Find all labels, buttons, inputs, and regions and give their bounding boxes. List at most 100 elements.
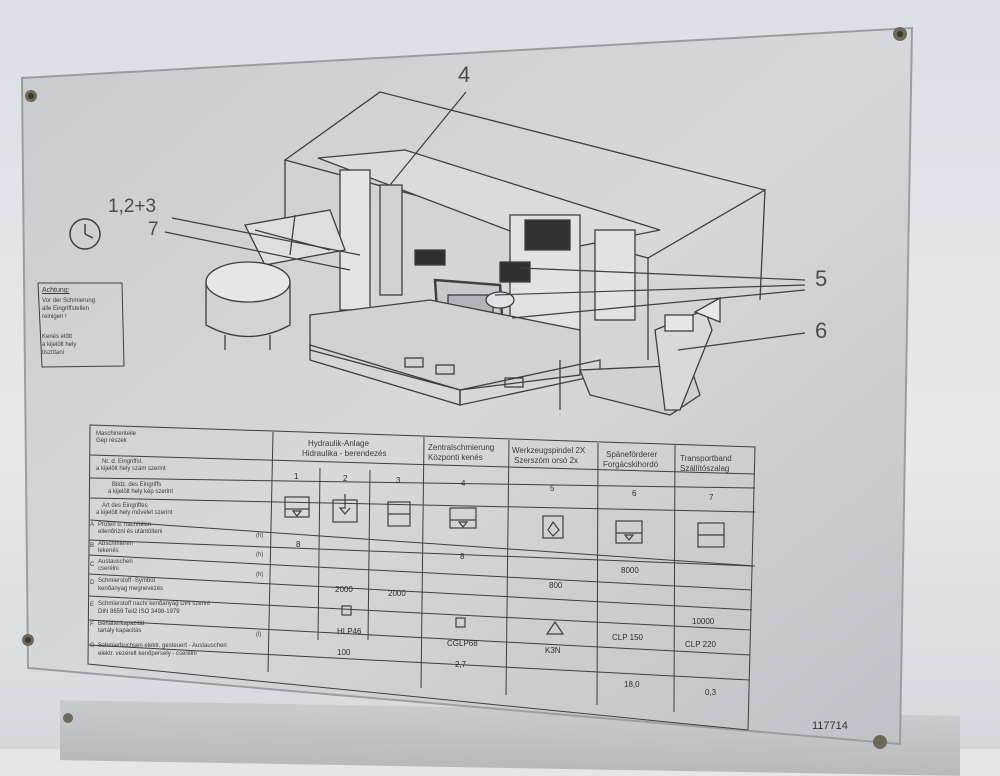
lubrication-plate bbox=[20, 26, 914, 749]
row-label: Schmierstoff -Symbol bbox=[98, 578, 155, 584]
column-header: Központi kenés bbox=[428, 453, 483, 462]
warning-line: Kenés előtt bbox=[42, 334, 73, 340]
column-number: 4 bbox=[461, 479, 466, 488]
row-label: a kijelölt hely művelet szerint bbox=[96, 510, 173, 516]
row-letter: E bbox=[90, 602, 95, 608]
warning-line: Vor der Schmierung bbox=[42, 298, 96, 304]
row-label: Nr. d. Eingriffst. bbox=[102, 459, 143, 465]
row-label: Bildz. des Eingriffs bbox=[112, 482, 162, 488]
serial-number: 117714 bbox=[812, 720, 848, 732]
callout-7: 7 bbox=[148, 219, 159, 240]
warning-box bbox=[37, 282, 125, 368]
unit-label: (l) bbox=[256, 632, 262, 638]
column-number: 7 bbox=[709, 493, 714, 502]
cell-value: CGLP68 bbox=[447, 639, 478, 648]
row-label: DIN 8659 Teil2 ISO 3498-1979 bbox=[98, 609, 180, 615]
row-label: cserélni bbox=[98, 566, 119, 572]
warning-line: alle Eingriffstellen bbox=[42, 306, 89, 312]
cell-value: 8 bbox=[296, 540, 301, 549]
column-header: Zentralschmierung bbox=[428, 443, 495, 452]
row-label: Schmierbuchsen elektr. gesteuert - Austa… bbox=[98, 643, 227, 649]
column-number: 6 bbox=[632, 489, 637, 498]
row-label: a kijelölt hely szám szerint bbox=[96, 466, 166, 472]
unit-label: (h) bbox=[256, 552, 264, 558]
clock-icon bbox=[69, 218, 101, 250]
screw-icon bbox=[22, 634, 34, 646]
column-number: 1 bbox=[294, 472, 299, 481]
row-label: lekenés bbox=[98, 548, 119, 554]
row-label: kenőanyag megnevezés bbox=[98, 586, 164, 592]
table-corner-label: Gép részek bbox=[96, 438, 127, 444]
row-label: Behälterkapazität bbox=[98, 621, 145, 627]
row-letter: F bbox=[90, 622, 94, 628]
triangle-symbol-icon bbox=[545, 620, 565, 635]
column-header: Szállítószalag bbox=[680, 464, 730, 473]
tank-symbol-icon bbox=[615, 520, 643, 544]
cell-value: 800 bbox=[549, 581, 563, 590]
maintenance-table-grid bbox=[87, 424, 756, 731]
row-label: a kijelölt hely kép szerint bbox=[108, 489, 174, 495]
cell-value: 0,3 bbox=[705, 688, 717, 697]
tank-symbol-icon bbox=[449, 507, 477, 529]
unit-label: (h) bbox=[256, 533, 264, 539]
row-label: elektr. vezérelt kenőpersely - cserélni bbox=[98, 651, 197, 657]
row-letter: B bbox=[90, 543, 95, 549]
cell-value: K3N bbox=[545, 646, 561, 655]
cell-value: 8 bbox=[460, 552, 465, 561]
warning-title: Achtung: bbox=[42, 287, 70, 294]
column-header: Späneförderer bbox=[606, 450, 658, 459]
row-letter: G bbox=[90, 643, 95, 649]
cell-value: HLP46 bbox=[337, 627, 362, 636]
column-header: Szerszóm orsó 2x bbox=[514, 456, 579, 465]
column-number: 2 bbox=[343, 474, 348, 483]
unit-label: (h) bbox=[256, 572, 264, 578]
tank-symbol-icon bbox=[387, 501, 411, 527]
row-letter: D bbox=[90, 580, 95, 586]
cell-value: 2000 bbox=[388, 589, 406, 598]
cell-value: 8000 bbox=[621, 566, 639, 575]
callout-6: 6 bbox=[815, 318, 828, 343]
row-label: tartály kapacitás bbox=[98, 628, 142, 634]
cell-value: 2,7 bbox=[455, 660, 467, 669]
screw-icon bbox=[25, 90, 37, 102]
column-header: Forgácskihordó bbox=[603, 460, 659, 469]
warning-line: tisztítani bbox=[42, 350, 65, 356]
screw-icon bbox=[63, 713, 73, 723]
square-symbol-icon bbox=[341, 605, 352, 616]
callout-leaders bbox=[164, 91, 806, 351]
nozzle-symbol-icon bbox=[542, 515, 564, 539]
column-number: 5 bbox=[550, 484, 555, 493]
tank-symbol-icon bbox=[284, 496, 310, 518]
row-label: Schmierstoff nach/ kenőanyag DIN szerint bbox=[98, 601, 210, 607]
column-header: Transportband bbox=[680, 454, 732, 463]
square-symbol-icon bbox=[455, 617, 466, 628]
row-label: Austauschen bbox=[98, 559, 133, 565]
callout-4: 4 bbox=[458, 62, 471, 87]
cell-value: 10000 bbox=[692, 617, 715, 626]
row-letter: C bbox=[90, 562, 95, 568]
cell-value: 100 bbox=[337, 648, 351, 657]
callout-1-2-3: 1,2+3 bbox=[108, 196, 157, 217]
warning-line: a kijelölt hely bbox=[42, 342, 77, 348]
column-header: Hidraulika - berendezés bbox=[302, 449, 387, 458]
column-header: Hydraulik-Anlage bbox=[308, 439, 369, 448]
cell-value: CLP 220 bbox=[685, 640, 716, 649]
row-letter: A bbox=[90, 522, 95, 528]
machine-diagram bbox=[205, 91, 767, 416]
screw-icon bbox=[893, 27, 907, 41]
table-corner-label: Maschinenteile bbox=[96, 431, 137, 437]
tank-symbol-icon bbox=[332, 494, 358, 523]
cell-value: 2000 bbox=[335, 585, 353, 594]
screw-icon bbox=[873, 735, 887, 749]
column-header: Werkzeugspindel 2X bbox=[512, 446, 586, 455]
row-label: Art des Eingriffes bbox=[102, 503, 148, 509]
cell-value: 18,0 bbox=[624, 680, 640, 689]
warning-line: reinigen ! bbox=[42, 314, 67, 320]
row-label: Abschmieren bbox=[98, 541, 134, 547]
row-label: ellenőrizni és utántölteni bbox=[98, 529, 163, 535]
cell-value: CLP 150 bbox=[612, 633, 643, 642]
callout-5: 5 bbox=[815, 266, 828, 291]
tank-symbol-icon bbox=[697, 522, 725, 548]
column-number: 3 bbox=[396, 476, 401, 485]
row-label: Prüfen u. nachfüllen bbox=[98, 522, 152, 528]
